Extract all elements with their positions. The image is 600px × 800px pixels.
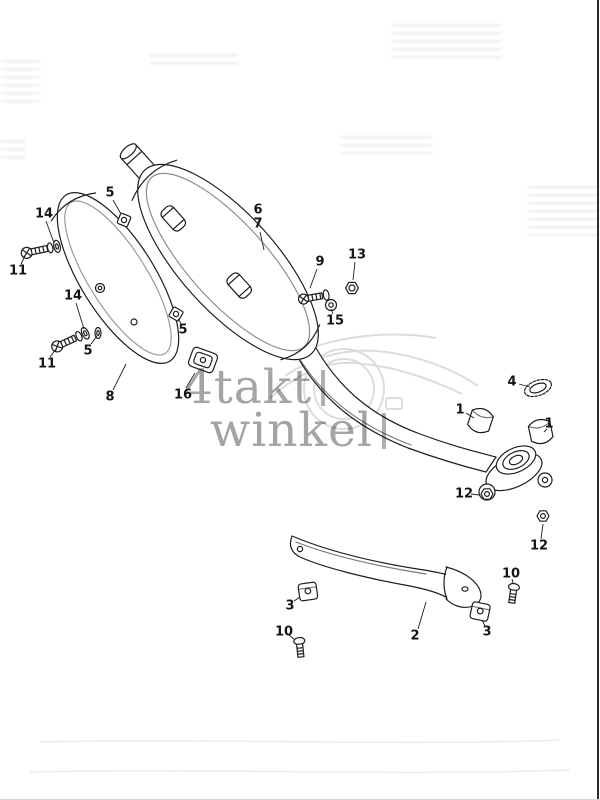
callout-11: 11 bbox=[8, 263, 28, 279]
ghost-print-smudge bbox=[0, 140, 26, 162]
callout-15: 15 bbox=[325, 313, 345, 329]
exhaust-pipe bbox=[296, 347, 497, 473]
callout-14: 14 bbox=[34, 206, 54, 222]
callout-1-2: 1 bbox=[544, 416, 554, 432]
pipe-guard bbox=[289, 535, 482, 609]
rubber-damper bbox=[187, 346, 219, 374]
scan-edge-line bbox=[597, 0, 599, 800]
callout-1: 1 bbox=[455, 402, 465, 418]
paper-crease bbox=[29, 739, 571, 774]
mount-bracket bbox=[297, 581, 319, 602]
pipe-clamp-half bbox=[467, 407, 494, 434]
bolt-washer-set bbox=[51, 326, 90, 353]
square-nut bbox=[94, 212, 184, 340]
callout-6: 6 bbox=[253, 202, 263, 218]
flange-nut bbox=[480, 488, 550, 522]
pipe-clamp-half bbox=[527, 418, 554, 445]
callout-3-2: 3 bbox=[285, 598, 295, 614]
callout-12: 12 bbox=[454, 486, 474, 502]
callout-2: 2 bbox=[410, 628, 420, 644]
leader-lines bbox=[20, 199, 548, 640]
bolt bbox=[293, 636, 306, 658]
bolt-washer-set bbox=[20, 239, 62, 259]
callout-5-2: 5 bbox=[83, 343, 93, 359]
callout-16: 16 bbox=[173, 387, 193, 403]
ghost-print-smudge bbox=[392, 24, 502, 64]
callout-4: 4 bbox=[507, 374, 517, 390]
ghost-print-smudge bbox=[340, 136, 432, 158]
mount-bracket bbox=[469, 601, 491, 622]
muffler-body bbox=[119, 143, 321, 361]
ghost-print-smudge bbox=[150, 54, 238, 70]
callout-10: 10 bbox=[501, 566, 521, 582]
callout-12-2: 12 bbox=[529, 538, 549, 554]
callout-10-2: 10 bbox=[274, 624, 294, 640]
gasket-ring bbox=[523, 378, 553, 398]
callout-8: 8 bbox=[105, 389, 115, 405]
screw-washer-nut-set bbox=[297, 281, 360, 312]
callout-5: 5 bbox=[105, 185, 115, 201]
exhaust-joint-bell bbox=[495, 445, 537, 475]
callout-7: 7 bbox=[253, 216, 263, 232]
callout-11-2: 11 bbox=[37, 356, 57, 372]
callout-5-3: 5 bbox=[178, 322, 188, 338]
callout-9: 9 bbox=[315, 254, 325, 270]
callout-13: 13 bbox=[347, 247, 367, 263]
callout-3: 3 bbox=[482, 624, 492, 640]
bolt bbox=[507, 582, 521, 604]
ghost-print-smudge bbox=[528, 186, 598, 236]
ghost-print-smudge bbox=[2, 60, 40, 106]
callout-14-2: 14 bbox=[63, 288, 83, 304]
muffler-cover bbox=[50, 192, 180, 364]
